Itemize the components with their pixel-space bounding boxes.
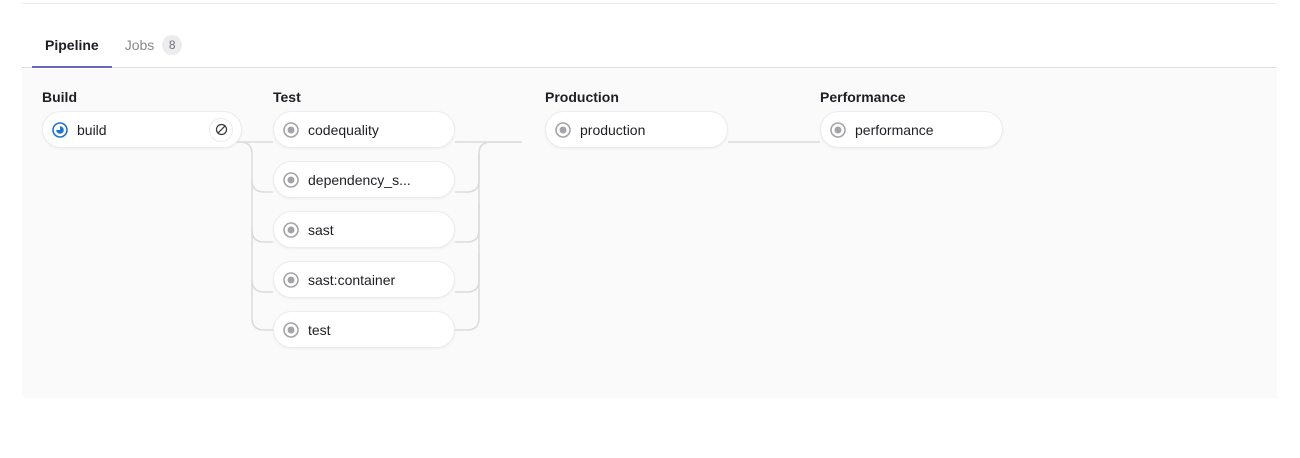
status-created-icon [283,271,299,288]
job-node[interactable]: sast [273,211,455,248]
job-node[interactable]: sast:container [273,261,455,298]
stage-title: Performance [820,89,906,105]
stage-title: Production [545,89,619,105]
job-label: performance [855,121,934,138]
job-node[interactable]: codequality [273,111,455,148]
stage-title: Build [42,89,77,105]
job-label: test [308,321,331,338]
job-label: sast [308,221,334,238]
stage-job-list: build [42,111,242,148]
job-label: production [580,121,646,138]
job-label: build [77,121,107,138]
status-created-icon [555,121,571,138]
status-created-icon [283,171,299,188]
status-created-icon [283,221,299,238]
tab-jobs[interactable]: Jobs 8 [112,22,196,67]
status-created-icon [283,121,299,138]
job-label: sast:container [308,271,396,288]
job-label: codequality [308,121,379,138]
stage-title: Test [273,89,301,105]
tab-label: Pipeline [45,36,99,53]
job-node[interactable]: production [545,111,728,148]
tab-badge-count: 8 [162,34,183,55]
status-running-icon [52,121,68,138]
tab-label: Jobs [124,36,155,53]
cancel-button[interactable] [209,117,233,142]
job-node[interactable]: build [42,111,242,148]
cancel-icon [215,123,227,136]
stage-job-list: codequality dependency_s...sast sast:conta… [273,111,455,348]
job-node[interactable]: test [273,311,455,348]
status-created-icon [830,121,846,138]
stage-job-list: production [545,111,728,148]
job-label: dependency_s... [308,171,411,188]
tab-pipeline[interactable]: Pipeline [32,22,112,68]
status-created-icon [283,321,299,338]
tab-list: Pipeline Jobs 8 [22,22,1277,68]
job-node[interactable]: dependency_s... [273,161,455,198]
stage-job-list: performance [820,111,1003,148]
job-node[interactable]: performance [820,111,1003,148]
top-divider [22,3,1277,4]
tab-bar: Pipeline Jobs 8 [22,22,1277,68]
